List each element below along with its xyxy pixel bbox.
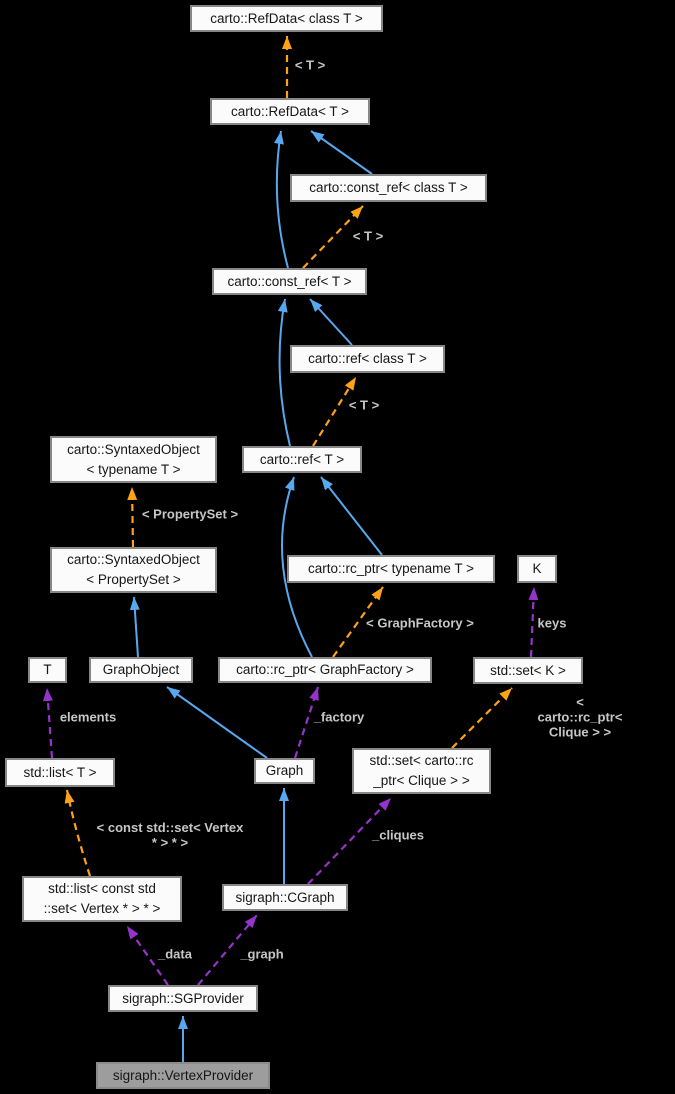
- edge-label-template-t-refdata: < T >: [294, 57, 326, 73]
- edge-inherit-rcptr-graphfactory-to-ref-t: [281, 476, 313, 658]
- node-k[interactable]: K: [517, 555, 557, 583]
- edge-inherit-graphobject-to-syntaxedobject: [129, 596, 140, 658]
- node-carto-ref-class-t[interactable]: carto::ref< class T >: [290, 345, 445, 373]
- edge-inherit-constref-classt-to-refdata-t: [310, 130, 373, 175]
- edge-label-member-factory: _factory: [313, 709, 365, 725]
- node-carto-const-ref-t[interactable]: carto::const_ref< T >: [212, 268, 367, 295]
- edge-template-constref-t: [302, 205, 364, 269]
- edge-template-syntaxedobject-propertyset: [127, 486, 138, 548]
- node-carto-const-ref-class-t[interactable]: carto::const_ref< class T >: [290, 174, 487, 202]
- node-std-set-k[interactable]: std::set< K >: [473, 657, 583, 684]
- edge-label-template-const-set-vertex: < const std::set< Vertex * > * >: [96, 820, 244, 850]
- edge-usage-sgprovider-graph: [197, 914, 258, 986]
- edge-label-member-keys: keys: [537, 615, 567, 631]
- node-t[interactable]: T: [28, 657, 67, 683]
- node-carto-syntaxedobject-typename-t[interactable]: carto::SyntaxedObject < typename T >: [50, 436, 217, 483]
- node-carto-refdata-t[interactable]: carto::RefData< T >: [210, 98, 370, 125]
- node-sigraph-vertexprovider[interactable]: sigraph::VertexProvider: [96, 1062, 270, 1089]
- edge-inherit-graph-to-graphobject: [166, 686, 268, 759]
- edge-label-member-data: _data: [158, 946, 192, 962]
- node-carto-rc-ptr-graphfactory[interactable]: carto::rc_ptr< GraphFactory >: [218, 657, 432, 683]
- edge-inherit-ref-classt-to-constref-t: [309, 298, 353, 346]
- node-carto-rc-ptr-typename-t[interactable]: carto::rc_ptr< typename T >: [287, 555, 495, 583]
- edge-template-rcptr-graphfactory: [332, 586, 384, 658]
- edge-template-stdlist-vertex: [64, 789, 92, 877]
- edge-usage-stdlist-t-elements: [42, 687, 54, 759]
- node-std-set-carto-rc-ptr-clique[interactable]: std::set< carto::rc _ptr< Clique > >: [352, 748, 491, 794]
- edge-label-template-t-ref: < T >: [348, 397, 380, 413]
- edge-template-stdset-clique: [451, 687, 513, 749]
- node-graph[interactable]: Graph: [254, 758, 315, 784]
- node-carto-refdata-class-t[interactable]: carto::RefData< class T >: [190, 5, 383, 32]
- node-sigraph-cgraph[interactable]: sigraph::CGraph: [222, 884, 348, 911]
- edge-label-member-cliques: _cliques: [371, 827, 425, 843]
- edge-label-member-elements: elements: [59, 709, 117, 725]
- edge-template-ref-t: [312, 376, 357, 447]
- edge-label-template-rcptr-clique: < carto::rc_ptr< Clique > >: [537, 694, 623, 740]
- edge-usage-stdset-k-keys: [528, 586, 539, 658]
- edge-inherit-constref-t-to-refdata-t: [274, 130, 289, 269]
- edge-inherit-rcptr-typename-to-ref-t: [320, 476, 383, 556]
- edge-usage-cgraph-cliques: [307, 797, 392, 885]
- edge-label-template-t-constref: < T >: [352, 228, 384, 244]
- node-carto-syntaxedobject-propertyset[interactable]: carto::SyntaxedObject < PropertySet >: [50, 547, 217, 593]
- edge-label-template-graphfactory: < GraphFactory >: [366, 615, 474, 631]
- edge-label-member-graph: _graph: [240, 946, 284, 962]
- edge-label-template-propertyset: < PropertySet >: [141, 506, 239, 522]
- node-std-list-const-std-set-vertex[interactable]: std::list< const std ::set< Vertex * > *…: [22, 876, 182, 922]
- node-carto-ref-t[interactable]: carto::ref< T >: [242, 446, 362, 473]
- node-std-list-t[interactable]: std::list< T >: [5, 758, 115, 787]
- node-graphobject[interactable]: GraphObject: [89, 657, 193, 683]
- node-sigraph-sgprovider[interactable]: sigraph::SGProvider: [108, 985, 258, 1012]
- edge-usage-graph-factory: [293, 686, 320, 759]
- edge-inherit-ref-t-to-constref-t: [277, 298, 291, 447]
